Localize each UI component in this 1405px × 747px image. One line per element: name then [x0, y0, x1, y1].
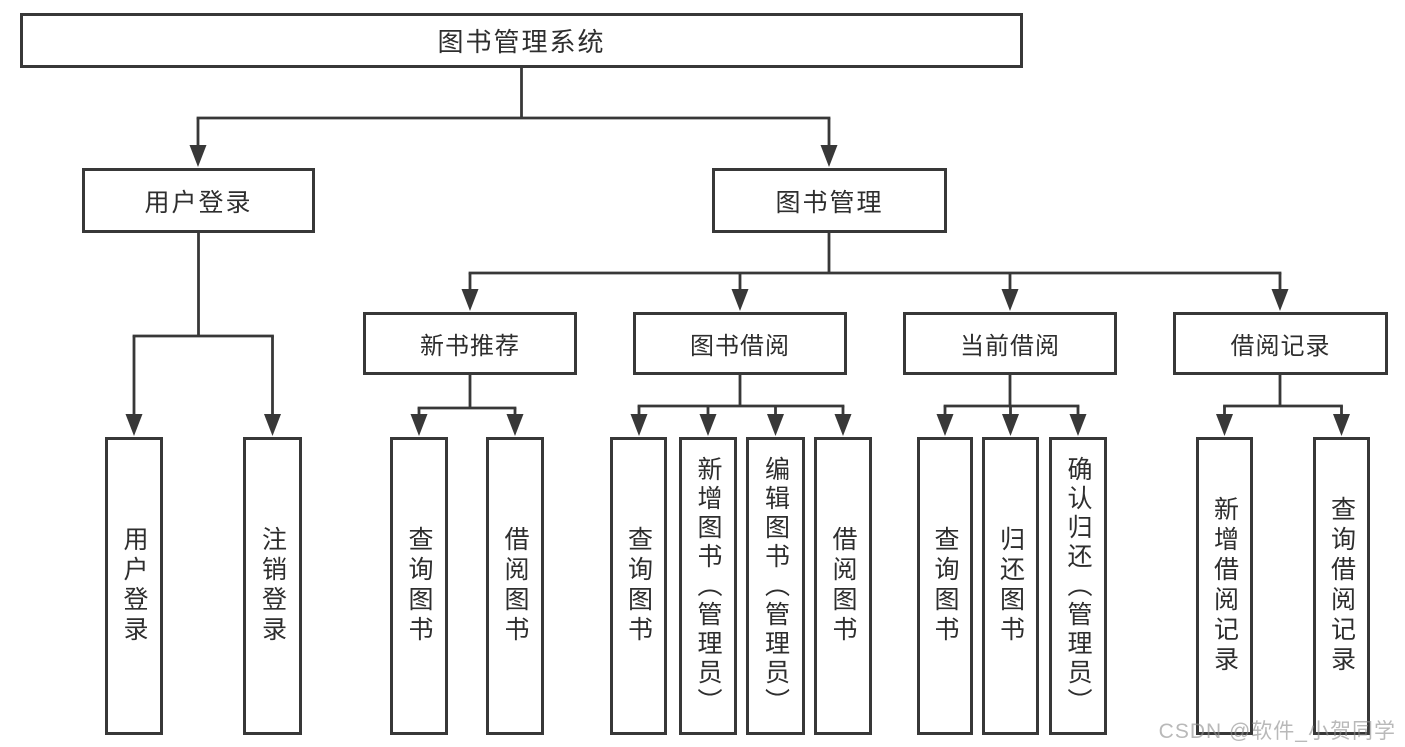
leaf-query-books-current: 查询图书 [917, 437, 973, 735]
leaf-return-books: 归还图书 [982, 437, 1039, 735]
leaf-confirm-return-admin: 确认归还（管理员） [1049, 437, 1107, 735]
leaf-borrow-books: 借阅图书 [814, 437, 872, 735]
node-borrow-records: 借阅记录 [1173, 312, 1388, 375]
leaf-borrow-books-recommend: 借阅图书 [486, 437, 544, 735]
node-new-book-recommend: 新书推荐 [363, 312, 577, 375]
node-current-borrowing: 当前借阅 [903, 312, 1117, 375]
node-library-system: 图书管理系统 [20, 13, 1023, 68]
csdn-watermark: CSDN @软件_小贺同学 [1158, 720, 1396, 743]
node-book-management: 图书管理 [712, 168, 947, 233]
leaf-user-login: 用户登录 [105, 437, 163, 735]
node-user-login: 用户登录 [82, 168, 315, 233]
leaf-add-borrow-record: 新增借阅记录 [1196, 437, 1253, 735]
leaf-query-borrow-record: 查询借阅记录 [1313, 437, 1370, 735]
arrowheads [125, 145, 1350, 436]
leaf-add-books-admin: 新增图书（管理员） [679, 437, 737, 735]
leaf-query-books-borrow: 查询图书 [610, 437, 667, 735]
node-book-borrowing: 图书借阅 [633, 312, 847, 375]
leaf-logout: 注销登录 [243, 437, 302, 735]
leaf-edit-books-admin: 编辑图书（管理员） [746, 437, 805, 735]
leaf-query-books-recommend: 查询图书 [390, 437, 448, 735]
